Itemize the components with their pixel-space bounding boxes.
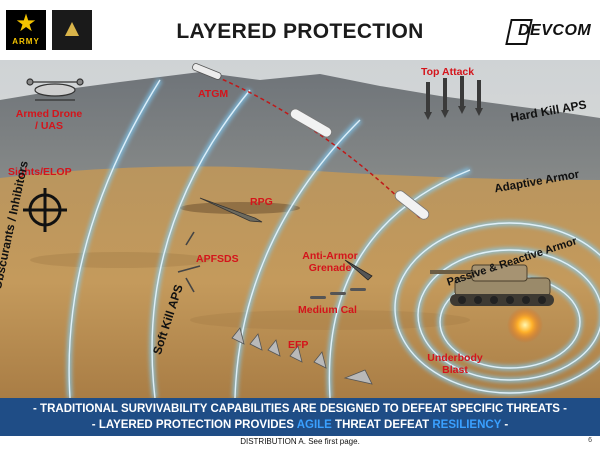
tank-icon (430, 264, 554, 306)
banner-agile: AGILE (296, 419, 332, 431)
distant-berm (180, 202, 300, 214)
armed-drone-icon (26, 78, 84, 101)
atgm-missile-terminal-icon (394, 190, 430, 220)
label-efp: EFP (288, 339, 309, 351)
battlefield-scene: ATGM Top Attack Armed Drone / UAS Sights… (0, 60, 600, 398)
banner-line-2-prefix: - LAYERED PROTECTION PROVIDES (91, 419, 297, 431)
efp-projectiles-icon (231, 327, 373, 385)
rpg-round-icon (199, 197, 263, 223)
atgm-trajectory (209, 73, 421, 219)
header: ★ ARMY ▲ LAYERED PROTECTION DEVCOM (0, 0, 600, 60)
grenade-icon (344, 259, 373, 281)
scene-illustration (0, 60, 600, 398)
ground-texture (190, 310, 470, 330)
label-apfsds: APFSDS (196, 253, 239, 265)
label-top-attack: Top Attack (421, 66, 475, 78)
label-medium-cal: Medium Cal (298, 304, 357, 316)
distribution-statement: DISTRIBUTION A. See first page. (240, 437, 360, 446)
atgm-missile-icon (192, 63, 222, 80)
atgm-missile-midflight-icon (290, 108, 332, 138)
summary-banner: - TRADITIONAL SURVIVABILITY CAPABILITIES… (0, 398, 600, 436)
futures-command-logo: ▲ (52, 10, 92, 50)
label-underbody-blast: Underbody Blast (427, 352, 483, 376)
label-atgm: ATGM (198, 88, 229, 100)
crosshair-icon (23, 188, 67, 232)
ground-texture (30, 252, 210, 268)
underbody-blast-icon (507, 307, 543, 343)
devcom-logo-text: DEVCOM (518, 22, 592, 39)
page-title: LAYERED PROTECTION (176, 20, 424, 43)
banner-line-2: - LAYERED PROTECTION PROVIDES AGILE THRE… (0, 419, 600, 431)
banner-line-2-suffix: - (501, 419, 509, 431)
label-anti-armor-grenade: Anti-Armor Grenade (302, 250, 358, 274)
label-armed-drone: Armed Drone / UAS (15, 108, 83, 132)
page-number: 6 (588, 437, 592, 444)
banner-line-2-middle: THREAT DEFEAT (331, 419, 433, 431)
army-star-icon: ★ (15, 10, 37, 37)
futures-emblem-icon: ▲ (60, 15, 84, 42)
top-attack-munitions-icon (424, 76, 483, 120)
army-logo-word: ARMY (12, 37, 40, 46)
army-logo: ★ ARMY (6, 10, 46, 50)
label-rpg: RPG (250, 196, 273, 208)
apfsds-darts-icon (177, 231, 201, 293)
banner-line-1: - TRADITIONAL SURVIVABILITY CAPABILITIES… (33, 403, 567, 415)
label-sights-elop: Sights/ELOP (8, 166, 72, 178)
protection-rings (68, 79, 600, 398)
devcom-logo: DEVCOM (505, 18, 592, 45)
footer: DISTRIBUTION A. See first page. 6 (0, 436, 600, 450)
banner-resiliency: RESILIENCY (432, 419, 502, 431)
medium-cal-rounds-icon (310, 288, 366, 299)
